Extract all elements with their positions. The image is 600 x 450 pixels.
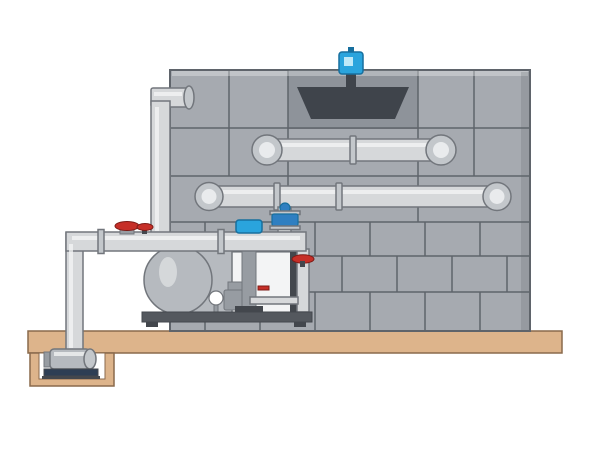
- tank-connection-flange: [183, 85, 195, 110]
- skid-foot-right: [294, 322, 306, 327]
- pipe-highlight: [214, 190, 492, 194]
- sensor-stem: [346, 74, 356, 87]
- skid-base-frame: [141, 311, 313, 323]
- prv-bottom-flange: [269, 225, 301, 231]
- riser-valve-stem: [300, 261, 305, 267]
- riser-highlight: [69, 244, 73, 348]
- pit-pump-highlight: [54, 352, 86, 356]
- level-sensor: [338, 47, 364, 87]
- suction-header-pipe: [65, 228, 307, 353]
- red-handwheel-large: [114, 221, 140, 231]
- upper-distribution-pipe: [251, 134, 457, 166]
- small-red-valve-handle: [257, 285, 270, 291]
- riser-body: [150, 100, 171, 234]
- skid-frame-post: [290, 252, 297, 312]
- skid-manifold-pipe: [249, 296, 299, 305]
- right-end-flange-face: [433, 142, 449, 158]
- right-end-flange-face: [489, 189, 505, 204]
- gate-valve-stem: [142, 229, 147, 234]
- lower-distribution-pipe: [194, 181, 512, 212]
- hatch-opening: [297, 87, 409, 119]
- left-end-flange-face: [259, 142, 275, 158]
- header-coupling: [97, 228, 105, 255]
- pump-motor-cap: [227, 281, 243, 291]
- vertical-pump-head: [235, 219, 263, 234]
- pressure-reducing-valve: [269, 202, 301, 235]
- header-coupling: [217, 228, 225, 255]
- vertical-pump-base: [235, 306, 263, 312]
- pipe-body: [207, 185, 499, 208]
- skid-foot-left: [146, 322, 158, 327]
- elbow-joint: [152, 102, 169, 107]
- vessel-highlight: [159, 257, 177, 287]
- prv-body: [271, 213, 299, 227]
- left-end-flange-face: [201, 189, 217, 204]
- pit-pump: [42, 348, 100, 379]
- pit-pump-end-cap: [83, 348, 97, 370]
- inlet-riser-pipe: [150, 85, 195, 234]
- pit-pump-foot: [42, 376, 100, 379]
- stub-highlight: [154, 92, 182, 96]
- tank-right-shade: [521, 72, 530, 330]
- red-handwheel-small: [136, 223, 154, 231]
- vessel-end-cap: [143, 245, 213, 315]
- header-highlight: [72, 236, 300, 240]
- pit-pump-baseplate: [43, 368, 99, 377]
- pipe-coupling: [273, 182, 281, 211]
- riser-highlight: [155, 107, 159, 231]
- header-valves: [114, 219, 263, 235]
- pipe-coupling: [349, 135, 357, 165]
- foundation-slab: [27, 330, 563, 354]
- pump-skid: [141, 245, 315, 327]
- sensor-display: [344, 57, 353, 66]
- pipe-coupling: [335, 182, 343, 211]
- sensor-top-nub: [348, 47, 354, 53]
- pressure-gauge: [208, 290, 224, 306]
